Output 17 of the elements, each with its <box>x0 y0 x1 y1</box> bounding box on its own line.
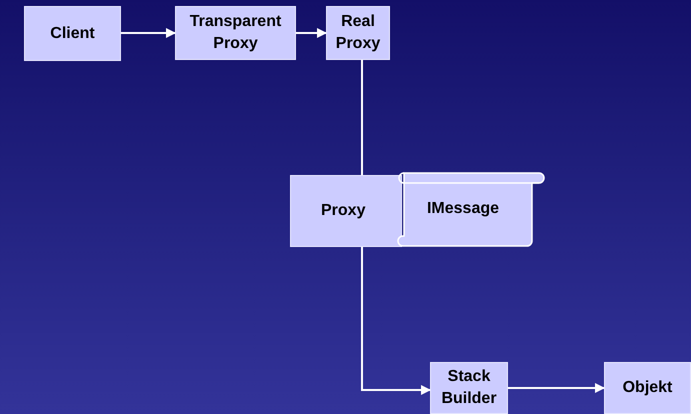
node-label: Stack Builder <box>440 367 498 409</box>
node-label: IMessage <box>426 198 500 218</box>
process-box <box>326 6 390 60</box>
process-box <box>290 175 402 247</box>
process-box <box>24 6 121 61</box>
node-label: Objekt <box>622 378 672 398</box>
node-label: Real Proxy <box>334 12 382 54</box>
node-label: Client <box>50 24 95 44</box>
arrow <box>121 28 176 38</box>
process-box <box>604 362 691 414</box>
arrow <box>508 383 605 393</box>
process-box <box>430 362 508 414</box>
node-label: Transparent Proxy <box>188 12 282 54</box>
arrow <box>361 247 431 395</box>
arrow <box>296 28 327 38</box>
node-label: Proxy <box>321 201 366 221</box>
process-box <box>175 6 296 60</box>
